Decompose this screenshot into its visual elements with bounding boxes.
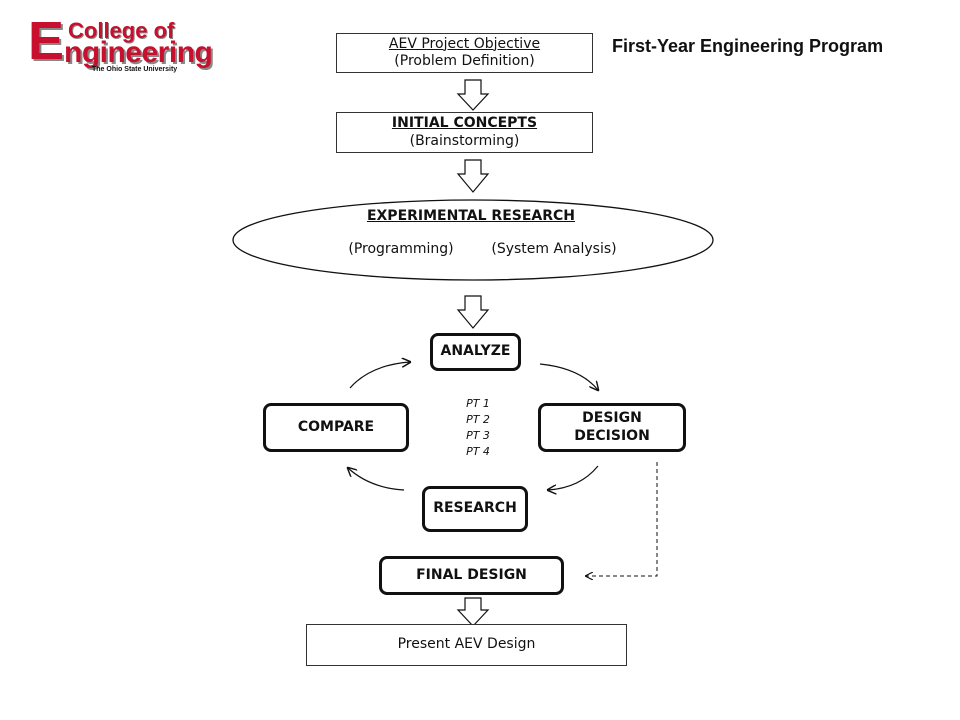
pt-item: PT 1	[466, 397, 490, 410]
system-analysis-label: (System Analysis)	[491, 241, 617, 257]
research-label: RESEARCH	[433, 500, 517, 517]
final-design-label: FINAL DESIGN	[416, 566, 527, 583]
pt-item: PT 4	[466, 445, 490, 458]
compare-label: COMPARE	[297, 418, 375, 435]
objective-subtitle: (Problem Definition)	[394, 53, 535, 69]
present-design-box: Present AEV Design	[306, 624, 627, 666]
dashed-arrow-design-to-final	[586, 462, 658, 576]
pt-item: PT 3	[466, 429, 490, 442]
pt-item: PT 2	[466, 413, 490, 426]
program-title: First-Year Engineering Program	[612, 36, 884, 56]
cycle-arrow-research-to-compare	[348, 468, 405, 491]
present-label: Present AEV Design	[397, 636, 536, 653]
objective-title: AEV Project Objective	[388, 35, 541, 52]
logo-engineering: ngineering	[64, 36, 213, 69]
design-decision-line1: DESIGN	[582, 410, 642, 426]
college-of-engineering-logo: E College of ngineering The Ohio State U…	[28, 14, 228, 74]
research-box: RESEARCH	[422, 486, 528, 532]
block-arrow-concepts-to-research	[456, 159, 490, 193]
concepts-title: INITIAL CONCEPTS	[391, 115, 538, 131]
objective-box: AEV Project Objective (Problem Definitio…	[336, 33, 593, 73]
cycle-arrow-design-to-research	[548, 465, 599, 490]
design-decision-box: DESIGN DECISION	[538, 403, 686, 452]
final-design-box: FINAL DESIGN	[379, 556, 564, 595]
logo-college-of: College of	[68, 18, 175, 43]
initial-concepts-box: INITIAL CONCEPTS (Brainstorming)	[336, 112, 593, 153]
compare-box: COMPARE	[263, 403, 409, 452]
analyze-label: ANALYZE	[440, 343, 511, 360]
block-arrow-objective-to-concepts	[456, 79, 490, 111]
cycle-arrow-analyze-to-design	[539, 363, 598, 390]
analyze-box: ANALYZE	[430, 333, 521, 371]
block-arrow-research-to-analyze	[456, 295, 490, 329]
programming-label: (Programming)	[348, 241, 454, 257]
block-arrow-final-to-present	[456, 597, 490, 627]
logo-university: The Ohio State University	[92, 66, 178, 73]
cycle-arrow-compare-to-analyze	[349, 362, 410, 389]
pt-list: PT 1 PT 2 PT 3 PT 4	[452, 396, 504, 460]
experimental-research-ellipse	[232, 199, 714, 281]
experimental-research-title: EXPERIMENTAL RESEARCH	[366, 208, 576, 224]
concepts-subtitle: (Brainstorming)	[409, 132, 520, 149]
design-decision-line2: DECISION	[574, 427, 650, 444]
logo-letter: E	[28, 11, 65, 71]
